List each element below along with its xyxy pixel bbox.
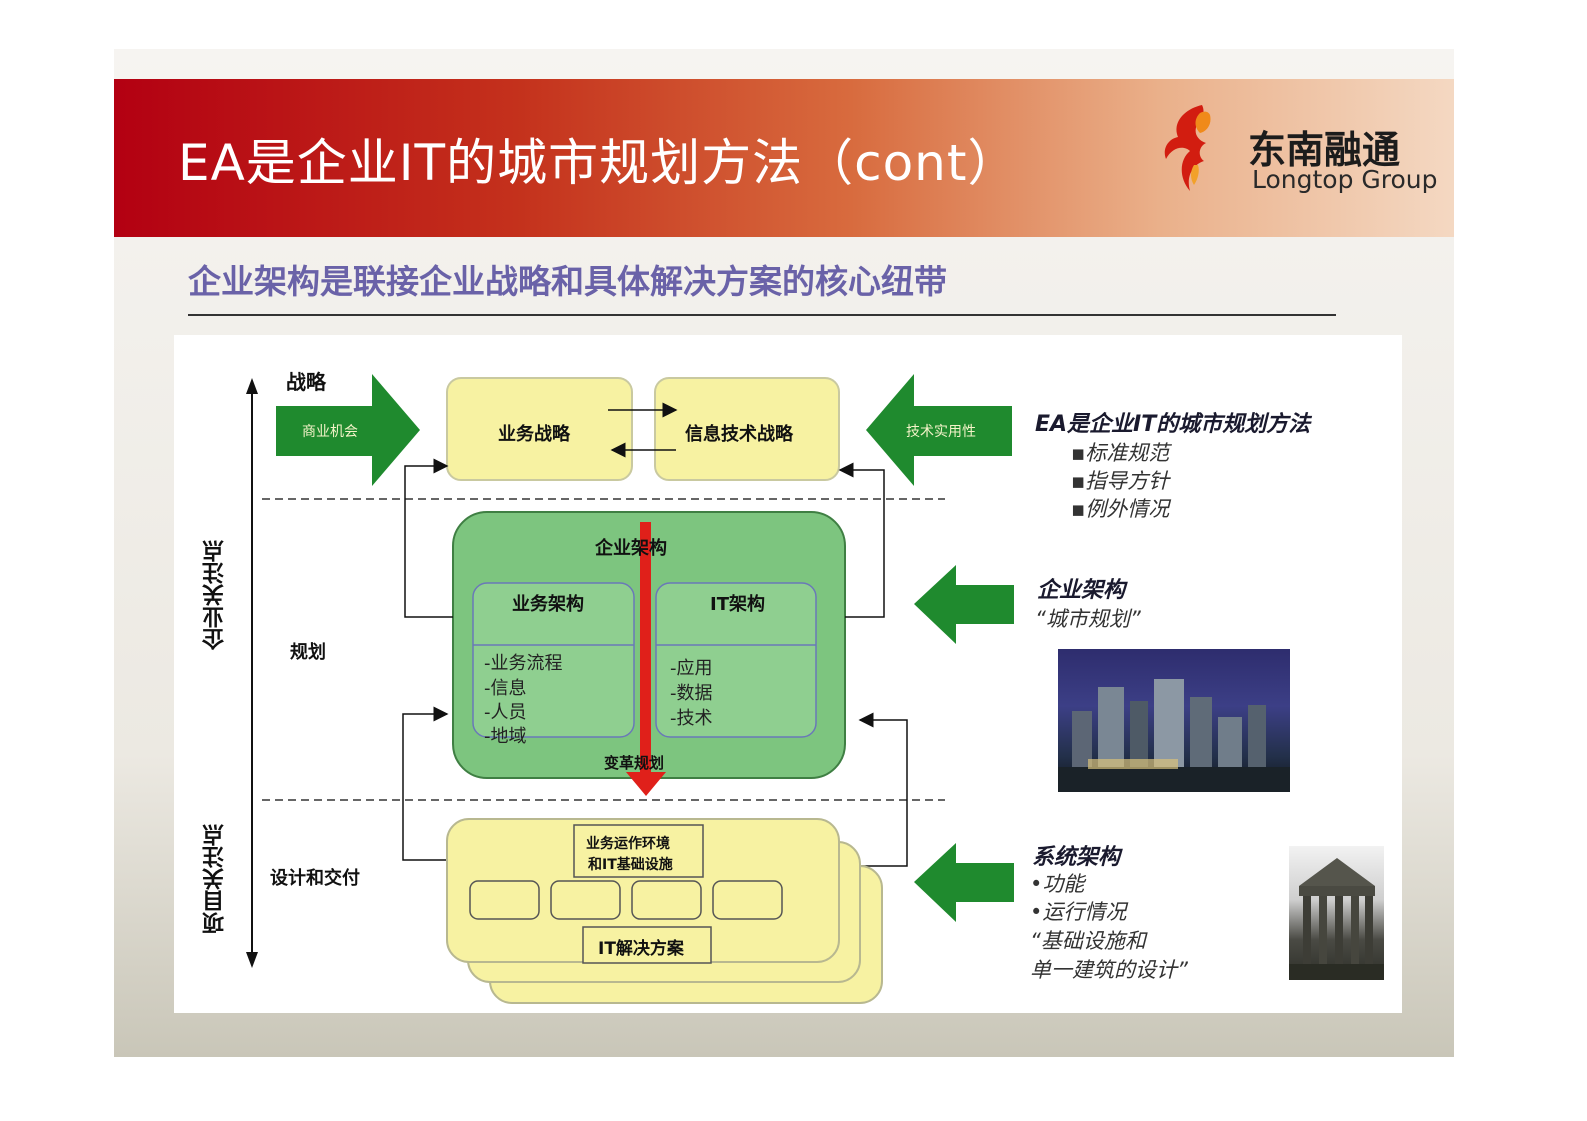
level-strategy-label: 战略: [286, 370, 326, 394]
it-architecture-label: IT架构: [710, 594, 765, 615]
ancient-temple-photo: [1289, 846, 1384, 980]
ea-note-item: ▪例外情况: [1071, 497, 1170, 521]
enterprise-architecture-label: 企业架构: [595, 538, 667, 559]
ea-note-item: ▪指导方针: [1071, 469, 1170, 493]
enterprise-arch-arrow: [914, 565, 1014, 644]
it-item: -技术: [670, 708, 713, 729]
it-item: -应用: [670, 658, 713, 679]
logo-text-cn: 东南融通: [1248, 128, 1401, 172]
ea-note-title: EA是企业IT的城市规划方法: [1035, 412, 1311, 437]
it-item: -数据: [670, 683, 713, 704]
longtop-flame-icon: [1164, 105, 1211, 191]
business-opportunity-arrow: [276, 374, 420, 486]
solution-module-4: [712, 880, 783, 920]
ops-environment-box: [573, 824, 704, 878]
business-item: -地域: [484, 726, 527, 747]
slide-subtitle: 企业架构是联接企业战略和具体解决方案的核心纽带: [188, 262, 947, 301]
system-note-line: •运行情况: [1030, 900, 1127, 924]
change-planning-label: 变革规划: [604, 754, 665, 772]
business-item: -业务流程: [484, 653, 563, 674]
enterprise-note-title: 企业架构: [1037, 578, 1126, 603]
enterprise-note-quote: “城市规划”: [1035, 607, 1141, 631]
connector-delivery-to-ea-left: [402, 706, 449, 861]
level-delivery-label: 设计和交付: [270, 868, 360, 889]
connector-delivery-to-ea-right: [858, 712, 908, 867]
city-skyline-photo: [1058, 649, 1290, 792]
tech-practicality-label: 技术实用性: [906, 424, 976, 440]
it-strategy-label: 信息技术战略: [685, 424, 793, 445]
project-focus-label: 项目关注点: [203, 824, 228, 934]
it-strategy-box: [654, 377, 840, 481]
solution-module-3: [631, 880, 702, 920]
business-strategy-box: [446, 377, 633, 481]
change-planning-arrowhead: [626, 772, 666, 796]
business-item: -信息: [484, 678, 527, 699]
divider-line: [188, 314, 1336, 316]
business-architecture-label: 业务架构: [512, 594, 584, 615]
system-note-line: “基础设施和: [1030, 929, 1146, 953]
logo-text-en: Longtop Group: [1252, 165, 1438, 194]
axis-down-arrowhead: [246, 952, 258, 968]
axis-up-arrowhead: [246, 378, 258, 394]
connector-ea-to-business-strategy: [404, 458, 453, 618]
business-architecture-box: [472, 582, 635, 738]
business-opportunity-label: 商业机会: [302, 424, 358, 440]
connector-ea-to-it-strategy: [838, 462, 885, 618]
ea-note-item: ▪标准规范: [1071, 441, 1170, 465]
slide-title: EA是企业IT的城市规划方法（cont）: [178, 134, 1019, 192]
it-solution-label: IT解决方案: [598, 939, 684, 959]
change-planning-shaft: [640, 522, 651, 774]
business-item: -人员: [484, 702, 527, 723]
title-bar: EA是企业IT的城市规划方法（cont） 东南融通 Longtop Group: [114, 79, 1454, 237]
ops-environment-line1: 业务运作环境: [586, 836, 670, 852]
it-architecture-box: [655, 582, 817, 738]
system-arch-arrow: [914, 843, 1014, 922]
it-solution-box: [582, 926, 712, 964]
solution-module-2: [550, 880, 621, 920]
system-note-title: 系统架构: [1032, 845, 1121, 870]
business-strategy-label: 业务战略: [498, 424, 570, 445]
ops-environment-line2: 和IT基础设施: [588, 857, 673, 873]
solution-module-1: [469, 880, 540, 920]
system-note-line: •功能: [1030, 872, 1085, 896]
system-note-line: 单一建筑的设计”: [1030, 958, 1188, 982]
tech-practicality-arrow: [866, 374, 1012, 486]
level-planning-label: 规划: [290, 642, 326, 663]
enterprise-focus-label: 企业关注点: [203, 540, 228, 650]
